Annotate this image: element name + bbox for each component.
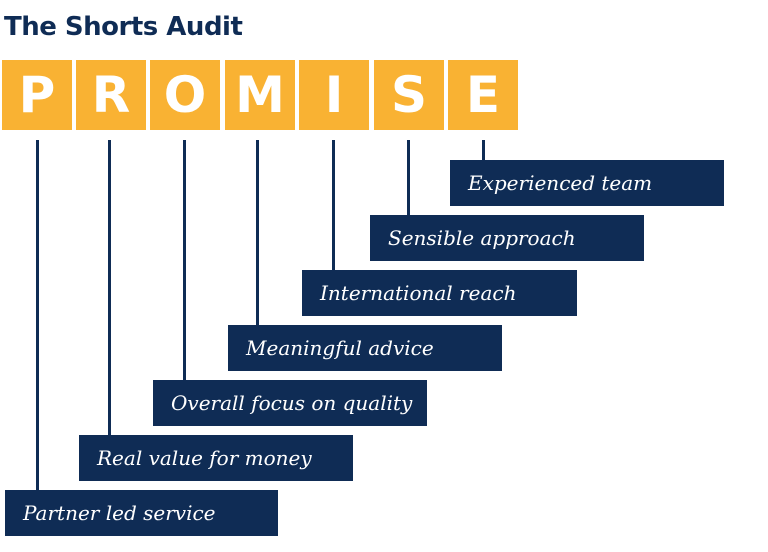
letter-tile-e: E (448, 60, 518, 130)
label-box-o: Overall focus on quality (153, 380, 427, 426)
connector-line-p (36, 140, 39, 490)
label-box-p: Partner led service (5, 490, 278, 536)
label-box-i: International reach (302, 270, 577, 316)
connector-line-e (482, 140, 485, 160)
letter-tile-r: R (76, 60, 146, 130)
letter-tile-s: S (374, 60, 444, 130)
letter-tile-m: M (225, 60, 295, 130)
letter-tile-i: I (299, 60, 369, 130)
label-box-e: Experienced team (450, 160, 724, 206)
label-box-s: Sensible approach (370, 215, 644, 261)
connector-line-s (407, 140, 410, 215)
connector-line-m (256, 140, 259, 325)
connector-line-i (332, 140, 335, 270)
connector-line-o (183, 140, 186, 380)
label-box-m: Meaningful advice (228, 325, 502, 371)
letter-tile-o: O (150, 60, 220, 130)
page-title: The Shorts Audit (4, 12, 243, 42)
connector-line-r (108, 140, 111, 435)
label-box-r: Real value for money (79, 435, 353, 481)
letter-tile-p: P (2, 60, 72, 130)
